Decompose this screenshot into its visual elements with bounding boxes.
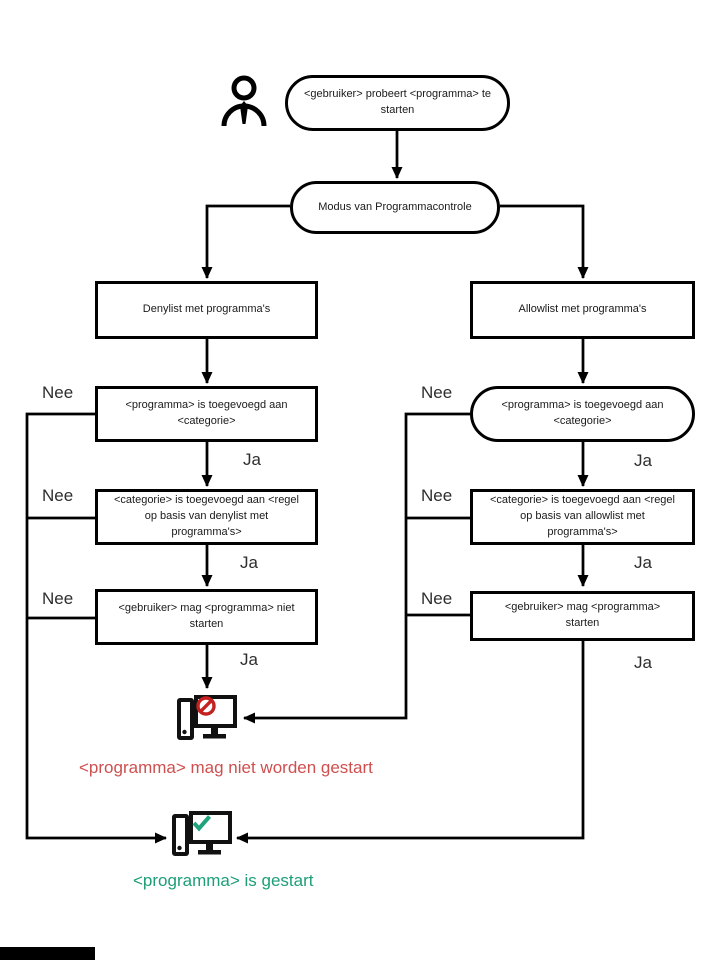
node-allowlist-check-program: <programma> is toegevoegd aan <categorie… (470, 386, 695, 442)
started-computer-icon (172, 811, 232, 856)
label-yes: Ja (634, 451, 652, 470)
node-start: <gebruiker> probeert <programma> te star… (285, 75, 510, 131)
label-no: Nee (421, 486, 453, 505)
bottom-left-black-bar (0, 947, 95, 960)
node-denylist-check-program: <programma> is toegevoegd aan <categorie… (95, 386, 318, 442)
node-denylist-check-category: <categorie> is toegevoegd aan <regel op … (95, 489, 318, 545)
blocked-computer-icon (177, 695, 237, 740)
user-icon (221, 75, 267, 127)
label-yes: Ja (240, 553, 258, 572)
check-mark (192, 815, 212, 832)
prohibition-sign (196, 696, 216, 716)
label-no: Nee (421, 589, 453, 608)
label-no: Nee (421, 383, 453, 402)
label-yes: Ja (240, 650, 258, 669)
blocked-outcome-text: <programma> mag niet worden gestart (79, 758, 373, 777)
node-control-mode: Modus van Programmacontrole (290, 181, 500, 234)
label-yes: Ja (634, 553, 652, 572)
started-outcome-text: <programma> is gestart (133, 871, 314, 890)
label-yes: Ja (634, 653, 652, 672)
node-denylist-decision: <gebruiker> mag <programma> niet starten (95, 589, 318, 645)
node-allowlist-check-category: <categorie> is toegevoegd aan <regel op … (470, 489, 695, 545)
node-denylist-title: Denylist met programma's (95, 281, 318, 339)
node-allowlist-decision: <gebruiker> mag <programma> starten (470, 591, 695, 641)
label-no: Nee (42, 589, 74, 608)
label-yes: Ja (243, 450, 261, 469)
label-no: Nee (42, 486, 74, 505)
label-no: Nee (42, 383, 74, 402)
node-allowlist-title: Allowlist met programma's (470, 281, 695, 339)
tie-shape (240, 101, 248, 124)
